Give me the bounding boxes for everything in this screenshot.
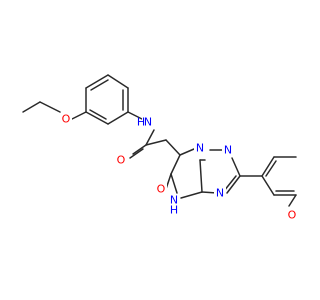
ring-nitrogen: N bbox=[170, 194, 178, 207]
bond bbox=[145, 139, 167, 146]
amide-hydrogen: H bbox=[137, 116, 145, 129]
carbonyl-oxygen: O bbox=[117, 154, 126, 167]
bond bbox=[39, 101, 61, 113]
triazole-nitrogen-2: N bbox=[224, 144, 232, 157]
methoxyphenyl-ring bbox=[261, 156, 297, 196]
chemical-structure: O N H O N N N O N H O bbox=[22, 74, 298, 222]
bond bbox=[127, 111, 143, 120]
bond bbox=[71, 111, 87, 120]
bond bbox=[132, 144, 147, 155]
lactam-oxygen: O bbox=[157, 183, 166, 196]
ring-hydrogen: H bbox=[170, 204, 178, 217]
ethoxyphenyl-ring bbox=[85, 74, 129, 125]
methoxy-oxygen: O bbox=[288, 209, 297, 222]
bond bbox=[165, 139, 181, 156]
ether-oxygen: O bbox=[62, 113, 71, 126]
bond bbox=[145, 129, 155, 146]
triazole-nitrogen-1: N bbox=[196, 142, 204, 155]
bond bbox=[129, 148, 144, 159]
triazole-nitrogen-4: N bbox=[216, 187, 224, 200]
imidazolone-ring bbox=[165, 148, 203, 199]
amide-nitrogen: N bbox=[144, 116, 152, 129]
bond bbox=[22, 101, 41, 113]
bond bbox=[288, 194, 297, 207]
